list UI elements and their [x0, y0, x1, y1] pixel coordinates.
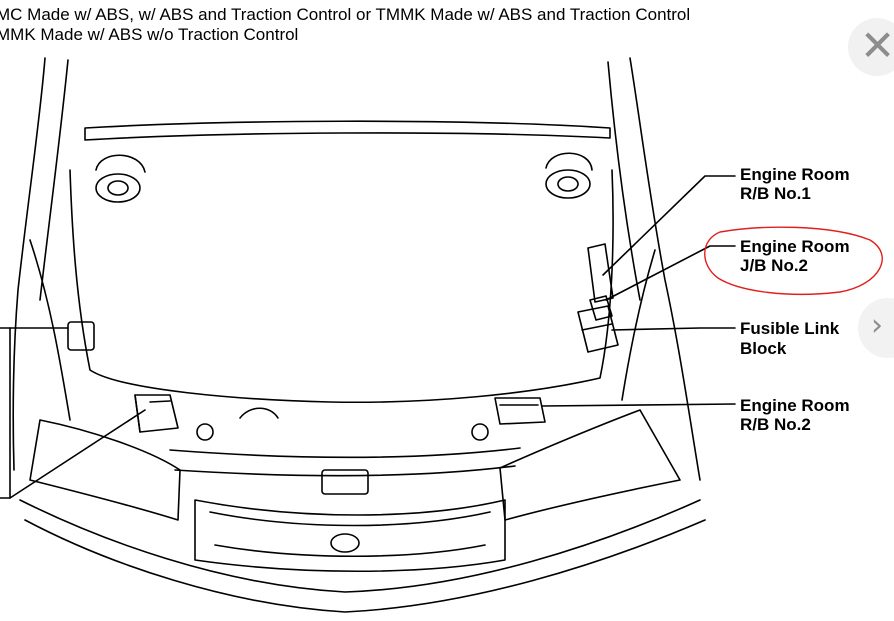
leader-fusible	[611, 327, 736, 331]
right-headlight	[499, 409, 681, 521]
engine-compartment	[69, 169, 614, 404]
highlight-ellipse	[704, 226, 883, 296]
caption-line-2: MMK Made w/ ABS w/o Traction Control	[0, 25, 299, 44]
bumper	[19, 499, 701, 593]
left-fender	[12, 57, 46, 471]
emblem	[330, 533, 360, 553]
close-button[interactable]: ✕	[848, 18, 894, 76]
label-fusible-line1: Fusible Link	[740, 319, 840, 338]
caption-line-1: MC Made w/ ABS, w/ ABS and Traction Cont…	[0, 5, 691, 24]
left-rb-box	[134, 394, 179, 433]
left-headlight	[29, 419, 181, 521]
leader-rb1	[602, 175, 736, 276]
jb2-box	[589, 295, 613, 321]
leader-jb2	[605, 245, 736, 301]
label-fusible-line2: Block	[740, 339, 787, 358]
chevron-right-icon: ›	[871, 308, 883, 343]
label-rb2-line1: Engine Room	[740, 396, 850, 415]
grille	[194, 499, 506, 573]
label-jb2-line2: J/B No.2	[740, 256, 809, 275]
right-strut-tower	[545, 169, 591, 199]
leader-left-lower	[0, 409, 146, 499]
leader-rb2	[541, 403, 736, 407]
label-jb2-line1: Engine Room	[740, 237, 850, 256]
cowl	[84, 120, 611, 141]
label-rb1-line1: Engine Room	[740, 165, 850, 184]
hood-latch	[321, 469, 369, 495]
rb2-box	[494, 397, 546, 425]
label-rb2-line2: R/B No.2	[740, 415, 811, 434]
rb1-box	[587, 243, 614, 303]
label-rb1-line2: R/B No.1	[740, 184, 811, 203]
right-fender	[629, 57, 701, 481]
close-icon: ✕	[860, 21, 894, 70]
left-relay-block	[67, 321, 95, 351]
fusible-link-box	[577, 305, 619, 353]
left-strut-tower	[95, 173, 141, 203]
